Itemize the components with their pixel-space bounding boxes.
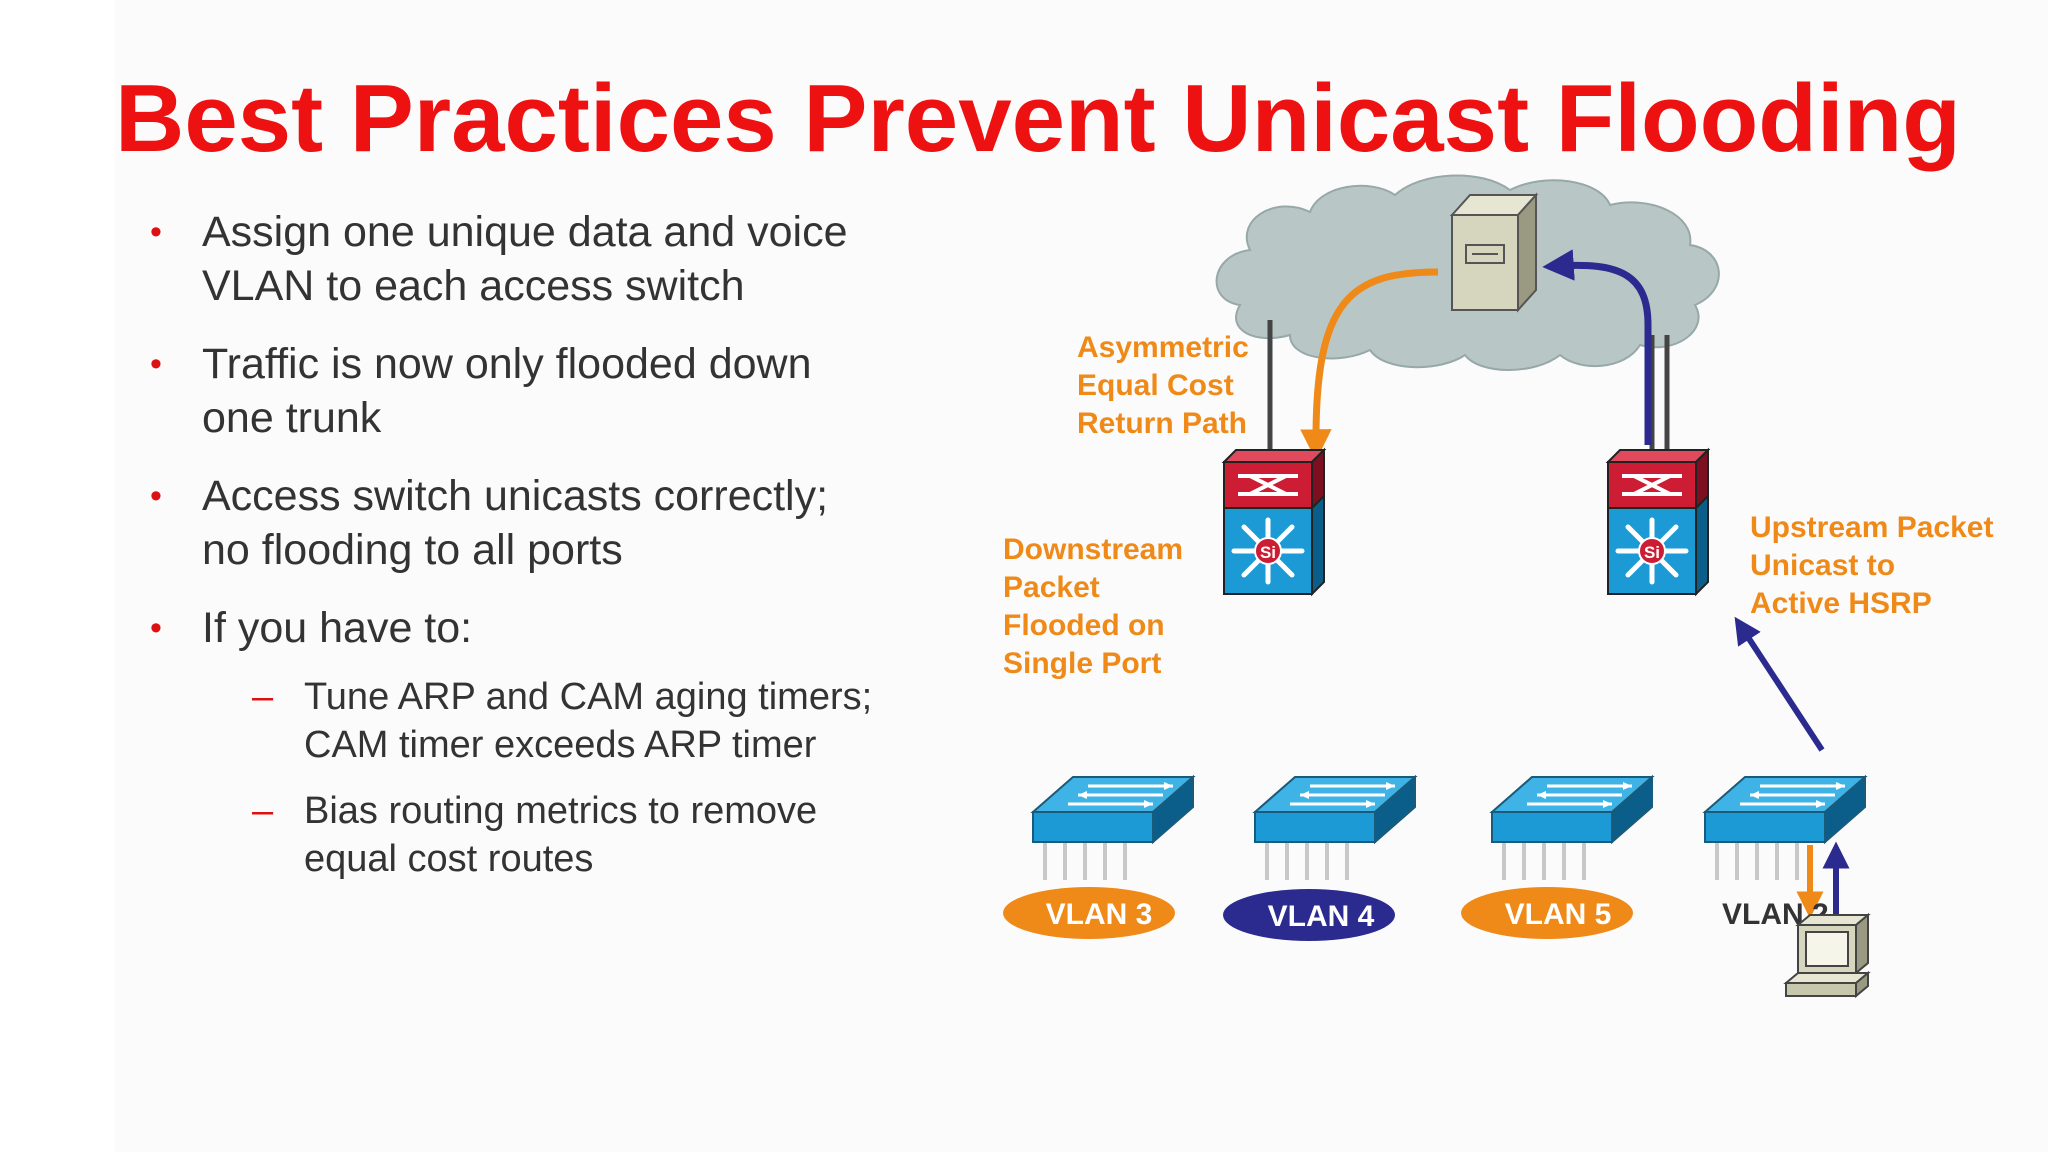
access-switch-icon: [1030, 774, 1196, 880]
access-switch-icon: [1252, 774, 1418, 880]
sub-bullet-line: Tune ARP and CAM aging timers;: [304, 676, 873, 718]
bullet-list: • Assign one unique data and voice VLAN …: [150, 205, 930, 901]
pc-icon: [1783, 912, 1871, 999]
bullet-item: • If you have to:: [150, 601, 930, 655]
access-switch-group: [1030, 774, 1868, 880]
svg-text:VLAN 5: VLAN 5: [1505, 898, 1612, 931]
slide-title: Best Practices Prevent Unicast Flooding: [115, 65, 1961, 172]
vlan-label: VLAN 3: [1003, 887, 1175, 939]
return-path-arrow: [1300, 268, 1439, 461]
bullet-marker: •: [150, 609, 162, 647]
bullet-line: If you have to:: [202, 604, 473, 652]
sub-bullet-item: – Tune ARP and CAM aging timers; CAM tim…: [252, 673, 930, 769]
bullet-marker: •: [150, 477, 162, 515]
bullet-line: one trunk: [202, 394, 382, 442]
slide-background: [115, 0, 2048, 1152]
access-switch-icon: [1702, 774, 1868, 880]
bullet-item: • Access switch unicasts correctly; no f…: [150, 469, 930, 577]
upstream-arrow: [1734, 616, 1825, 752]
distribution-switch-icon: Si: [1221, 447, 1327, 597]
asymmetric-label: Asymmetric Equal Cost Return Path: [1077, 331, 1257, 440]
server-icon: [1449, 192, 1539, 313]
distribution-switch-icon: Si: [1605, 447, 1711, 597]
vlan-label: VLAN 5: [1461, 887, 1633, 939]
sub-bullet-item: – Bias routing metrics to remove equal c…: [252, 787, 930, 883]
switch-badge: Si: [1260, 543, 1276, 562]
bullet-line: VLAN to each access switch: [202, 262, 745, 310]
sub-bullet-line: Bias routing metrics to remove: [304, 790, 818, 832]
bullet-marker: •: [150, 213, 162, 251]
bullet-line: Traffic is now only flooded down: [202, 340, 812, 388]
bullet-item: • Assign one unique data and voice VLAN …: [150, 205, 930, 313]
bullet-line: Access switch unicasts correctly;: [202, 472, 829, 520]
vlan-label: VLAN 4: [1223, 889, 1395, 941]
upstream-arrow: [1542, 249, 1652, 445]
access-switch-icon: [1489, 774, 1655, 880]
downstream-label: Downstream Packet Flooded on Single Port: [1003, 533, 1191, 680]
sub-bullet-line: equal cost routes: [304, 838, 594, 880]
svg-text:VLAN 4: VLAN 4: [1268, 900, 1375, 933]
sub-bullet-list: – Tune ARP and CAM aging timers; CAM tim…: [150, 673, 930, 883]
sub-bullet-line: CAM timer exceeds ARP timer: [304, 724, 817, 766]
bullet-item: • Traffic is now only flooded down one t…: [150, 337, 930, 445]
switch-badge: Si: [1644, 543, 1660, 562]
bullet-marker: •: [150, 345, 162, 383]
sub-bullet-marker: –: [252, 790, 274, 832]
sub-bullet-marker: –: [252, 676, 274, 718]
bullet-line: Assign one unique data and voice: [202, 208, 848, 256]
upstream-label: Upstream Packet Unicast to Active HSRP: [1750, 511, 2002, 620]
svg-text:VLAN 3: VLAN 3: [1046, 898, 1153, 931]
bullet-line: no flooding to all ports: [202, 526, 623, 574]
